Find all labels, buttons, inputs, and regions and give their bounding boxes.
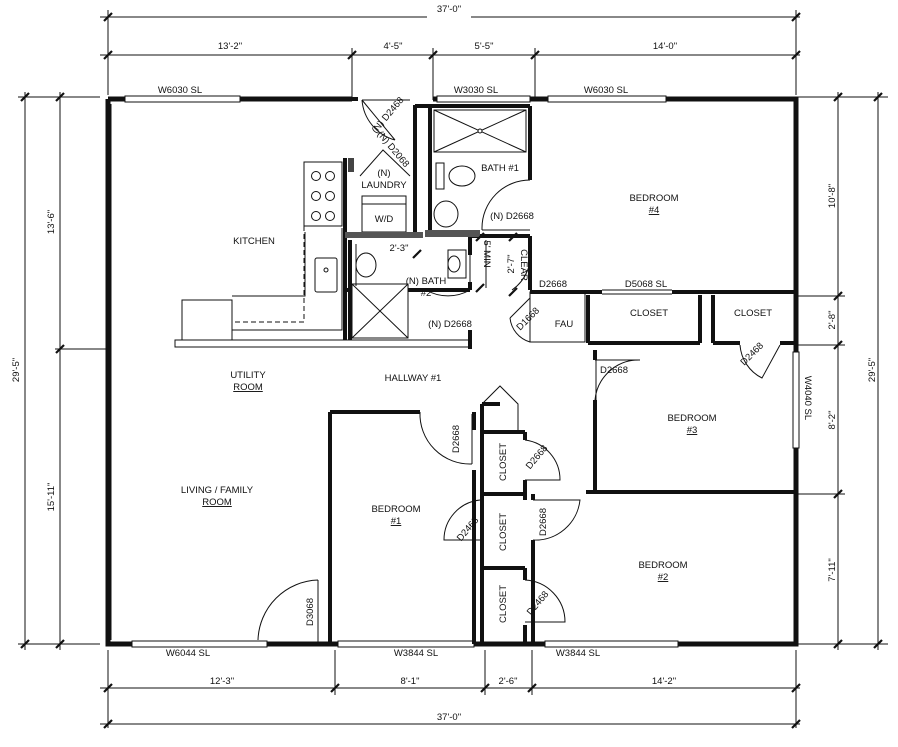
door-label-closet-r: D2468 <box>738 340 766 368</box>
bath2-fixtures <box>345 232 467 339</box>
room-bath2-num: #2 <box>421 288 432 299</box>
door-label-front: D3068 <box>305 598 316 626</box>
interior-walls <box>174 97 796 644</box>
note-clear-min: 5' MIN <box>481 240 492 267</box>
room-utility-2: ROOM <box>233 382 263 393</box>
door-label-laundry: (N) D2068 <box>375 129 412 170</box>
windows: W6030 SL W3030 SL W6030 SL W4040 SL W604… <box>124 85 813 659</box>
dimension-lines <box>18 10 888 729</box>
room-bath2-tag: (N) BATH <box>406 276 447 287</box>
room-laundry-tag: (N) <box>377 168 390 179</box>
room-bedroom2: BEDROOM <box>638 560 687 571</box>
dim-right-3: 8'-2" <box>827 411 838 430</box>
window-label-bottom-mid: W3844 SL <box>394 648 438 659</box>
door-label-bed1: D2668 <box>451 425 462 453</box>
window-top-right <box>547 95 667 103</box>
window-label-right: W4040 SL <box>802 376 813 420</box>
dim-bottom-1: 12'-3" <box>210 676 234 687</box>
room-laundry: LAUNDRY <box>361 180 407 191</box>
fridge-icon <box>181 299 233 341</box>
door-label-closet-c: D2668 <box>524 443 550 472</box>
bath1-fixtures <box>425 109 527 237</box>
range-icon <box>303 161 343 227</box>
room-hallway: HALLWAY #1 <box>385 373 442 384</box>
room-closet-b: CLOSET <box>734 308 772 319</box>
room-bedroom3: BEDROOM <box>667 413 716 424</box>
window-label-top-mid: W3030 SL <box>454 85 498 96</box>
dim-left-1: 13'-6" <box>46 210 57 234</box>
door-label-closet-d: D2468 <box>455 515 481 544</box>
note-clear: CLEAR <box>518 249 529 281</box>
dim-bottom-2: 8'-1" <box>401 676 420 687</box>
dim-right-total: 29'-5" <box>867 358 878 382</box>
dim-left-total: 29'-5" <box>11 358 22 382</box>
bath1-sink-icon <box>433 200 459 228</box>
window-top-mid <box>436 95 531 103</box>
window-top-left <box>124 95 241 103</box>
note-clear-2-7: 2'-7" <box>506 255 517 274</box>
door-label-bath2: (N) D2668 <box>428 319 472 330</box>
room-closet-e: CLOSET <box>498 585 509 623</box>
dim-right-2: 2'-8" <box>827 311 838 330</box>
room-bedroom2-num: #2 <box>658 572 669 583</box>
door-label-closet-e: D2468 <box>525 589 551 618</box>
door-label-closet-slider: D5068 SL <box>625 279 667 290</box>
washer-dryer-icon <box>361 195 407 233</box>
window-label-bottom-right: W3844 SL <box>556 648 600 659</box>
window-bottom-mid <box>337 640 475 648</box>
doors <box>257 99 781 644</box>
dim-left-2: 15'-11" <box>46 483 57 512</box>
room-closet-d: CLOSET <box>498 513 509 551</box>
dim-top-2: 4'-5" <box>384 41 403 52</box>
dim-bottom-3: 2'-6" <box>499 676 518 687</box>
door-label-bath1: (N) D2668 <box>490 211 534 222</box>
room-bedroom1: BEDROOM <box>371 504 420 515</box>
window-label-top-right: W6030 SL <box>584 85 628 96</box>
dim-top-1: 13'-2" <box>218 41 242 52</box>
door-label-hall-a: D2668 <box>539 279 567 290</box>
room-kitchen: KITCHEN <box>233 236 275 247</box>
room-living-2: ROOM <box>202 497 232 508</box>
door-label-bed3: D2668 <box>600 365 628 376</box>
room-bedroom4-num: #4 <box>649 205 660 216</box>
dim-right-4: 7'-11" <box>827 558 838 582</box>
room-bedroom4: BEDROOM <box>629 193 678 204</box>
window-label-top-left: W6030 SL <box>158 85 202 96</box>
dim-bottom-total: 37'-0" <box>437 712 461 723</box>
room-living-1: LIVING / FAMILY <box>181 485 254 496</box>
window-label-bottom-left: W6044 SL <box>166 648 210 659</box>
clearance-notes: 5' MIN CLEAR 2'-7" 2'-3" <box>390 232 529 297</box>
dimension-labels: 37'-0" 13'-2" 4'-5" 5'-5" 14'-0" 12'-3" … <box>11 4 878 723</box>
room-closet-a: CLOSET <box>630 308 668 319</box>
window-bottom-left <box>131 640 268 648</box>
kitchen-fixtures <box>181 161 343 341</box>
bath2-toilet-icon <box>355 252 377 278</box>
door-labels: (N) D2468 (N) D2068 (N) D2668 (N) D2668 … <box>305 95 766 626</box>
toilet-icon <box>448 165 476 187</box>
door-label-bed2: D2668 <box>538 508 549 536</box>
note-clear-2-3: 2'-3" <box>390 243 409 254</box>
room-bedroom3-num: #3 <box>687 425 698 436</box>
room-closet-c: CLOSET <box>498 443 509 481</box>
room-bath1: BATH #1 <box>481 163 519 174</box>
dim-bottom-4: 14'-2" <box>652 676 676 687</box>
room-labels: KITCHEN (N) LAUNDRY W/D BATH #1 (N) BATH… <box>181 163 772 623</box>
dim-right-1: 10'-8" <box>827 184 838 208</box>
room-wd: W/D <box>375 214 394 225</box>
dim-top-total: 37'-0" <box>437 4 461 15</box>
kitchen-sink-icon <box>314 257 338 293</box>
dim-top-4: 14'-0" <box>653 41 677 52</box>
window-bottom-right <box>544 640 679 648</box>
dim-top-3: 5'-5" <box>475 41 494 52</box>
room-fau: FAU <box>555 319 574 330</box>
window-right <box>792 351 800 449</box>
room-utility-1: UTILITY <box>230 370 266 381</box>
laundry-fixtures <box>348 149 411 233</box>
room-bedroom1-num: #1 <box>391 516 402 527</box>
